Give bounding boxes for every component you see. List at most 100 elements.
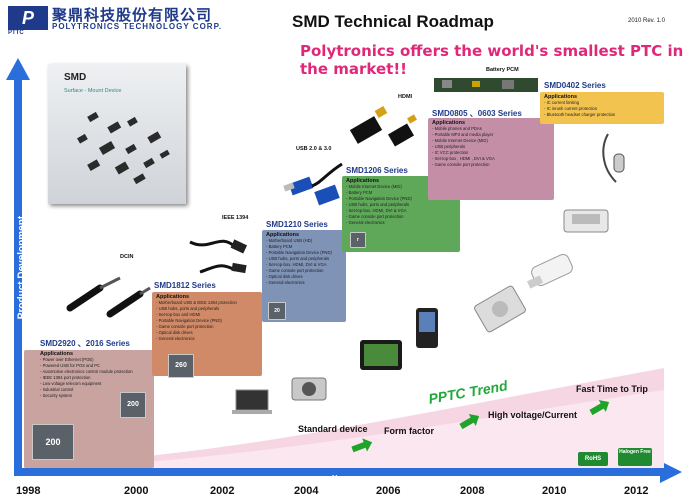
bluetooth-headset-icon xyxy=(602,133,625,183)
application-item: Mobile Internet Device (MID) xyxy=(346,184,412,190)
usb-flash-drive-icon xyxy=(526,253,573,289)
application-item: Optical disk drives xyxy=(266,274,332,280)
company-name-english: POLYTRONICS TECHNOLOGY CORP. xyxy=(52,22,223,31)
applications-label: Applications xyxy=(544,94,578,100)
y-axis-arrow xyxy=(14,78,22,470)
x-axis-label: Year xyxy=(332,474,349,483)
application-item: Game console port protection xyxy=(346,214,412,220)
application-item: USB hubs, ports and peripherals xyxy=(156,306,237,312)
y-axis-arrowhead xyxy=(6,58,30,80)
applications-list: Mobile phones and PDAs Portable MP3 and … xyxy=(432,126,495,168)
year-tick: 2008 xyxy=(460,485,485,497)
application-item: IC current limiting xyxy=(544,100,615,106)
year-tick: 2004 xyxy=(294,485,319,497)
year-tick: 2006 xyxy=(376,485,401,497)
trend-standard-device: Standard device xyxy=(298,424,368,434)
application-item: Bluetooth headset charger protection xyxy=(544,112,616,118)
dc-connector-icon xyxy=(66,276,151,318)
series-applications-smd0402: Applications IC current limiting IC inru… xyxy=(544,94,615,118)
x-axis-arrowhead xyxy=(660,461,682,483)
label-battery-pcm: Battery PCM xyxy=(486,67,519,73)
year-tick: 2012 xyxy=(624,485,649,497)
smd-components-illustration xyxy=(77,111,170,185)
series-title-smd1210: SMD1210 Series xyxy=(266,220,328,229)
year-tick: 1998 xyxy=(16,485,41,497)
application-item: Mobile Internet Device (MID) xyxy=(432,138,495,144)
application-item: Set-top-box, HDMI, DVI & VGA xyxy=(266,262,332,268)
applications-list: Mobile Internet Device (MID) Battery PCM… xyxy=(346,184,412,226)
application-item: Battery PCM xyxy=(266,244,332,250)
digital-camera-icon xyxy=(291,377,327,401)
series-applications-smd0805: Applications Mobile phones and PDAs Port… xyxy=(432,120,495,168)
company-name-chinese: 聚鼎科技股份有限公司 xyxy=(52,7,213,24)
application-item: Motherboard USB & IEEE 1394 protection xyxy=(156,300,237,306)
mobile-phone-icon xyxy=(416,308,438,348)
application-item: USB hubs, ports and peripherals xyxy=(266,256,332,262)
application-item: Game console port protection xyxy=(432,162,495,168)
application-item: Motherboard USB (HD) xyxy=(266,238,332,244)
smd-product-card xyxy=(48,64,186,204)
logo-abbreviation: PTTC xyxy=(8,30,24,36)
series-applications-smd1812: Applications Motherboard USB & IEEE 1394… xyxy=(156,294,237,342)
trend-high-voltage: High voltage/Current xyxy=(488,410,578,420)
application-item: Game console port protection xyxy=(266,268,332,274)
label-usb: USB 2.0 & 3.0 xyxy=(296,146,332,152)
year-tick: 2002 xyxy=(210,485,235,497)
applications-label: Applications xyxy=(266,232,300,238)
application-item: Optical disk drives xyxy=(156,330,237,336)
application-item: IC inrush current protection xyxy=(544,106,615,112)
application-item: Industrial control xyxy=(40,387,133,393)
ptc-trend-area xyxy=(24,368,664,468)
applications-label: Applications xyxy=(40,351,74,357)
application-item: Battery PCM xyxy=(346,190,412,196)
chip-smd1206: r xyxy=(350,232,366,248)
application-item: General electronics xyxy=(346,220,412,226)
series-title-smd2920: SMD2920 、2016 Series xyxy=(40,339,130,348)
application-item: USB hubs, ports and peripherals xyxy=(346,202,412,208)
page-title: SMD Technical Roadmap xyxy=(292,12,494,31)
smd-card-title: SMD xyxy=(64,72,87,83)
application-item: Set-top-box , HDMI , DVI & VGA xyxy=(432,156,495,162)
series-title-smd0402: SMD0402 Series xyxy=(544,81,606,90)
smd-card-subtitle: Surface - Mount Device xyxy=(64,88,122,94)
series-title-smd1206: SMD1206 Series xyxy=(346,166,408,175)
year-tick: 2000 xyxy=(124,485,149,497)
series-title-smd1812: SMD1812 Series xyxy=(154,281,216,290)
tagline-emphasis: market!! xyxy=(333,60,407,78)
application-item: General electronics xyxy=(266,280,332,286)
application-item: IC VCC protection xyxy=(432,150,495,156)
applications-list: Power over Ethernet (POE) Powered USB fo… xyxy=(40,357,133,399)
application-item: Set-top-box and HDMI xyxy=(156,312,237,318)
tagline: Polytronics offers the world's smallest … xyxy=(300,42,690,78)
application-item: USB peripherals xyxy=(432,144,495,150)
chip-smd1812: 260 xyxy=(168,354,194,378)
application-item: IEEE 1394 port protection xyxy=(40,375,133,381)
y-axis-label: Product Development xyxy=(16,215,28,320)
series-applications-smd1206: Applications Mobile Internet Device (MID… xyxy=(346,178,412,226)
applications-list: Motherboard USB (HD) Battery PCM Portabl… xyxy=(266,238,332,286)
ieee1394-cable-icon xyxy=(189,239,248,274)
application-item: Low voltage telecom equipment xyxy=(40,381,133,387)
revision-label: 2010 Rev. 1.0 xyxy=(628,18,665,24)
application-item: Game console port protection xyxy=(156,324,237,330)
series-applications-smd1210: Applications Motherboard USB (HD) Batter… xyxy=(266,232,332,286)
x-axis-arrow xyxy=(14,468,662,476)
label-dcin: DCIN xyxy=(120,254,134,260)
label-ieee1394: IEEE 1394 xyxy=(222,215,249,221)
laptop-icon xyxy=(232,389,272,414)
hdmi-cable-icon xyxy=(349,106,417,147)
application-item: Set-top-box, HDMI, DVI & VGA xyxy=(346,208,412,214)
tagline-text: Polytronics offers the world's smallest … xyxy=(300,42,684,78)
usb-cable-icon xyxy=(283,162,343,206)
application-item: General electronics xyxy=(156,336,237,342)
applications-label: Applications xyxy=(432,120,466,126)
application-item: Portable MP3 and media player xyxy=(432,132,495,138)
applications-label: Applications xyxy=(346,178,380,184)
chip-smd2016: 200 xyxy=(120,392,146,418)
gps-navigator-icon xyxy=(360,340,402,370)
trend-fast-time: Fast Time to Trip xyxy=(576,384,648,394)
label-hdmi: HDMI xyxy=(398,94,413,100)
halogen-free-badge: Halogen Free xyxy=(618,448,652,466)
application-item: Power over Ethernet (POE) xyxy=(40,357,133,363)
chip-smd1210: 20 xyxy=(268,302,286,320)
